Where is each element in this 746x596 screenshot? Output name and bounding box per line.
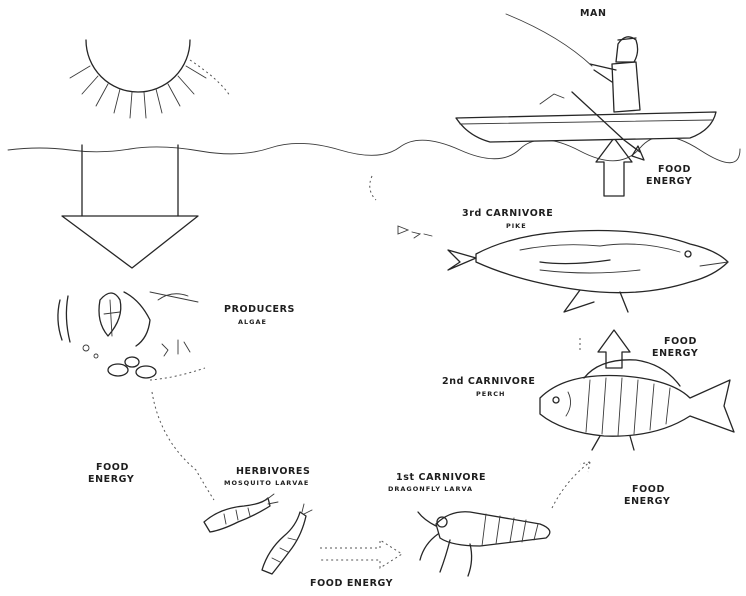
- food-energy-label-pike-line2: ENERGY: [646, 176, 692, 187]
- food-energy-label-right-line1: FOOD: [632, 484, 665, 495]
- food-energy-label-pike-line1: FOOD: [658, 164, 691, 175]
- food-energy-arrow-pike-to-man: [596, 138, 632, 196]
- algae-icon: [58, 292, 205, 380]
- first-carnivore-label: 1st CARNIVORE: [396, 472, 486, 483]
- sun-icon: [70, 40, 230, 118]
- herbivores-sublabel: MOSQUITO LARVAE: [224, 479, 309, 487]
- food-energy-arrow-dragonfly-to-perch: [552, 462, 590, 508]
- man-label: MAN: [580, 8, 607, 19]
- sunlight-arrow-icon: [62, 145, 198, 268]
- food-energy-label-right-line2: ENERGY: [624, 496, 670, 507]
- food-energy-label-perch-line2: ENERGY: [652, 348, 698, 359]
- perch-fish-icon: [540, 360, 734, 450]
- pike-fish-icon: [448, 231, 728, 313]
- food-energy-label-bottom: FOOD ENERGY: [310, 578, 393, 589]
- minnows-icon: [398, 226, 432, 238]
- first-carnivore-sublabel: DRAGONFLY LARVA: [388, 485, 473, 493]
- food-energy-arrow-larvae-to-dragonfly: [320, 540, 402, 568]
- producers-sublabel: ALGAE: [238, 318, 267, 326]
- food-energy-arrow-algae-to-larvae: [152, 392, 214, 500]
- food-energy-label-left-line1: FOOD: [96, 462, 129, 473]
- herbivores-label: HERBIVORES: [236, 466, 310, 477]
- third-carnivore-label: 3rd CARNIVORE: [462, 208, 553, 219]
- food-energy-arrow-perch-to-pike: [598, 330, 630, 368]
- dragonfly-larva-icon: [418, 512, 550, 576]
- third-carnivore-sublabel: PIKE: [506, 222, 527, 230]
- dotted-curve-left: [370, 176, 376, 200]
- food-energy-label-left-line2: ENERGY: [88, 474, 134, 485]
- producers-label: PRODUCERS: [224, 304, 295, 315]
- second-carnivore-sublabel: PERCH: [476, 390, 505, 398]
- food-energy-label-perch-line1: FOOD: [664, 336, 697, 347]
- second-carnivore-label: 2nd CARNIVORE: [442, 376, 535, 387]
- mosquito-larvae-icon: [204, 494, 312, 574]
- man-in-boat-icon: [456, 14, 716, 160]
